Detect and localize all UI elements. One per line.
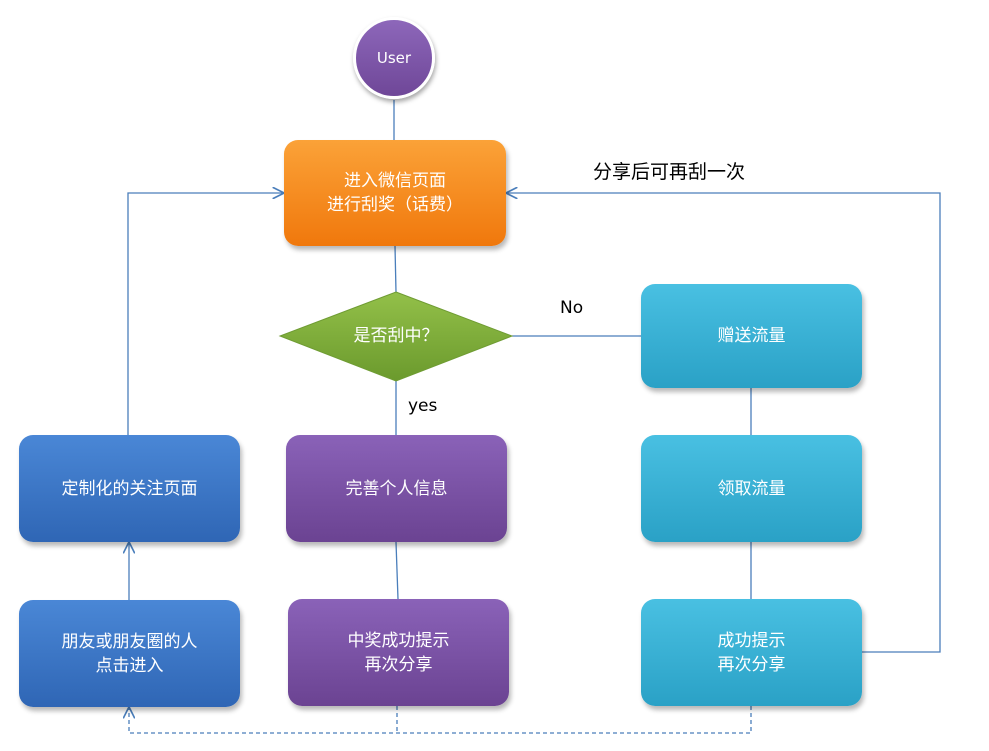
scratch-line1: 进入微信页面 [344,171,446,191]
complete-info-node: 完善个人信息 [286,435,507,542]
edge-scratch-to-decision [394,245,397,293]
edge-share-again [507,193,941,653]
complete-info-label: 完善个人信息 [345,478,448,499]
success-share-right-line2: 再次分享 [717,654,786,675]
gift-traffic-label: 赠送流量 [717,326,786,346]
win-share-node: 中奖成功提示 再次分享 [288,599,509,706]
receive-traffic-node: 领取流量 [641,435,862,542]
receive-traffic-label: 领取流量 [717,478,786,499]
decision-label: 是否刮中？ [353,326,439,346]
edge-dashed-share-right [129,706,752,734]
win-share-line2: 再次分享 [364,654,433,675]
friends-enter-node: 朋友或朋友圈的人 点击进入 [19,600,240,707]
no-label: No [560,298,584,318]
win-share-line1: 中奖成功提示 [347,630,450,651]
success-share-right-line1: 成功提示 [717,630,786,651]
yes-label: yes [408,396,438,416]
custom-follow-node: 定制化的关注页面 [19,435,240,542]
friends-enter-line2: 点击进入 [95,655,164,676]
edge-follow-to-scratch [127,193,283,435]
user-start-node: User [353,17,435,99]
gift-traffic-node: 赠送流量 [641,284,862,388]
custom-follow-label: 定制化的关注页面 [61,478,198,499]
scratch-line2: 进行刮奖（话费） [327,195,463,215]
user-label: User [376,49,412,67]
share-again-label: 分享后可再刮一次 [593,161,746,183]
scratch-lottery-node: 进入微信页面 进行刮奖（话费） [284,140,506,246]
edge-info-to-win [395,541,399,600]
friends-enter-line1: 朋友或朋友圈的人 [61,631,198,652]
success-share-right-node: 成功提示 再次分享 [641,599,862,706]
decision-diamond [278,291,514,382]
